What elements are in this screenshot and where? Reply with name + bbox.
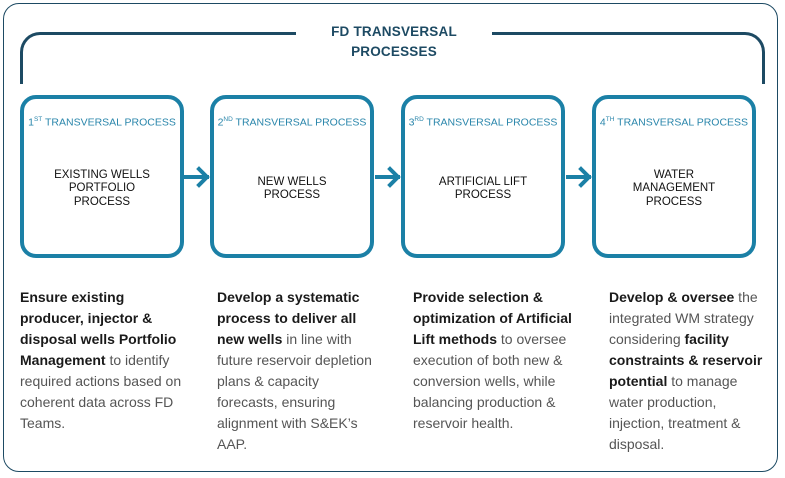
process-description-1: Ensure existing producer, injector & dis… [20, 289, 182, 431]
process-label-3: 3RD TRANSVERSAL PROCESS [408, 116, 558, 129]
arrow-right-icon [184, 166, 210, 188]
process-name-2: NEW WELLS PROCESS [257, 175, 327, 202]
process-description-2: Develop a systematic process to deliver … [217, 289, 372, 452]
diagram-title: FD TRANSVERSAL PROCESSES [296, 22, 492, 59]
process-box-1: 1ST TRANSVERSAL PROCESS EXISTING WELLS P… [20, 95, 184, 258]
arrow-right-icon [375, 166, 401, 188]
process-name-4: WATER MANAGEMENT PROCESS [632, 168, 716, 208]
process-description-3: Provide selection & optimization of Arti… [413, 289, 572, 431]
process-label-2: 2ND TRANSVERSAL PROCESS [217, 116, 367, 129]
process-label-4: 4TH TRANSVERSAL PROCESS [599, 116, 749, 129]
outer-frame [3, 3, 778, 472]
process-box-3: 3RD TRANSVERSAL PROCESS ARTIFICIAL LIFT … [401, 95, 565, 258]
process-box-4: 4TH TRANSVERSAL PROCESS WATER MANAGEMENT… [592, 95, 756, 258]
process-name-3: ARTIFICIAL LIFT PROCESS [438, 175, 528, 202]
process-box-2: 2ND TRANSVERSAL PROCESS NEW WELLS PROCES… [210, 95, 374, 258]
process-name-1: EXISTING WELLS PORTFOLIO PROCESS [54, 168, 150, 208]
arrow-right-icon [566, 166, 592, 188]
process-description-4: Develop & oversee the integrated WM stra… [609, 289, 763, 452]
process-label-1: 1ST TRANSVERSAL PROCESS [28, 116, 176, 129]
